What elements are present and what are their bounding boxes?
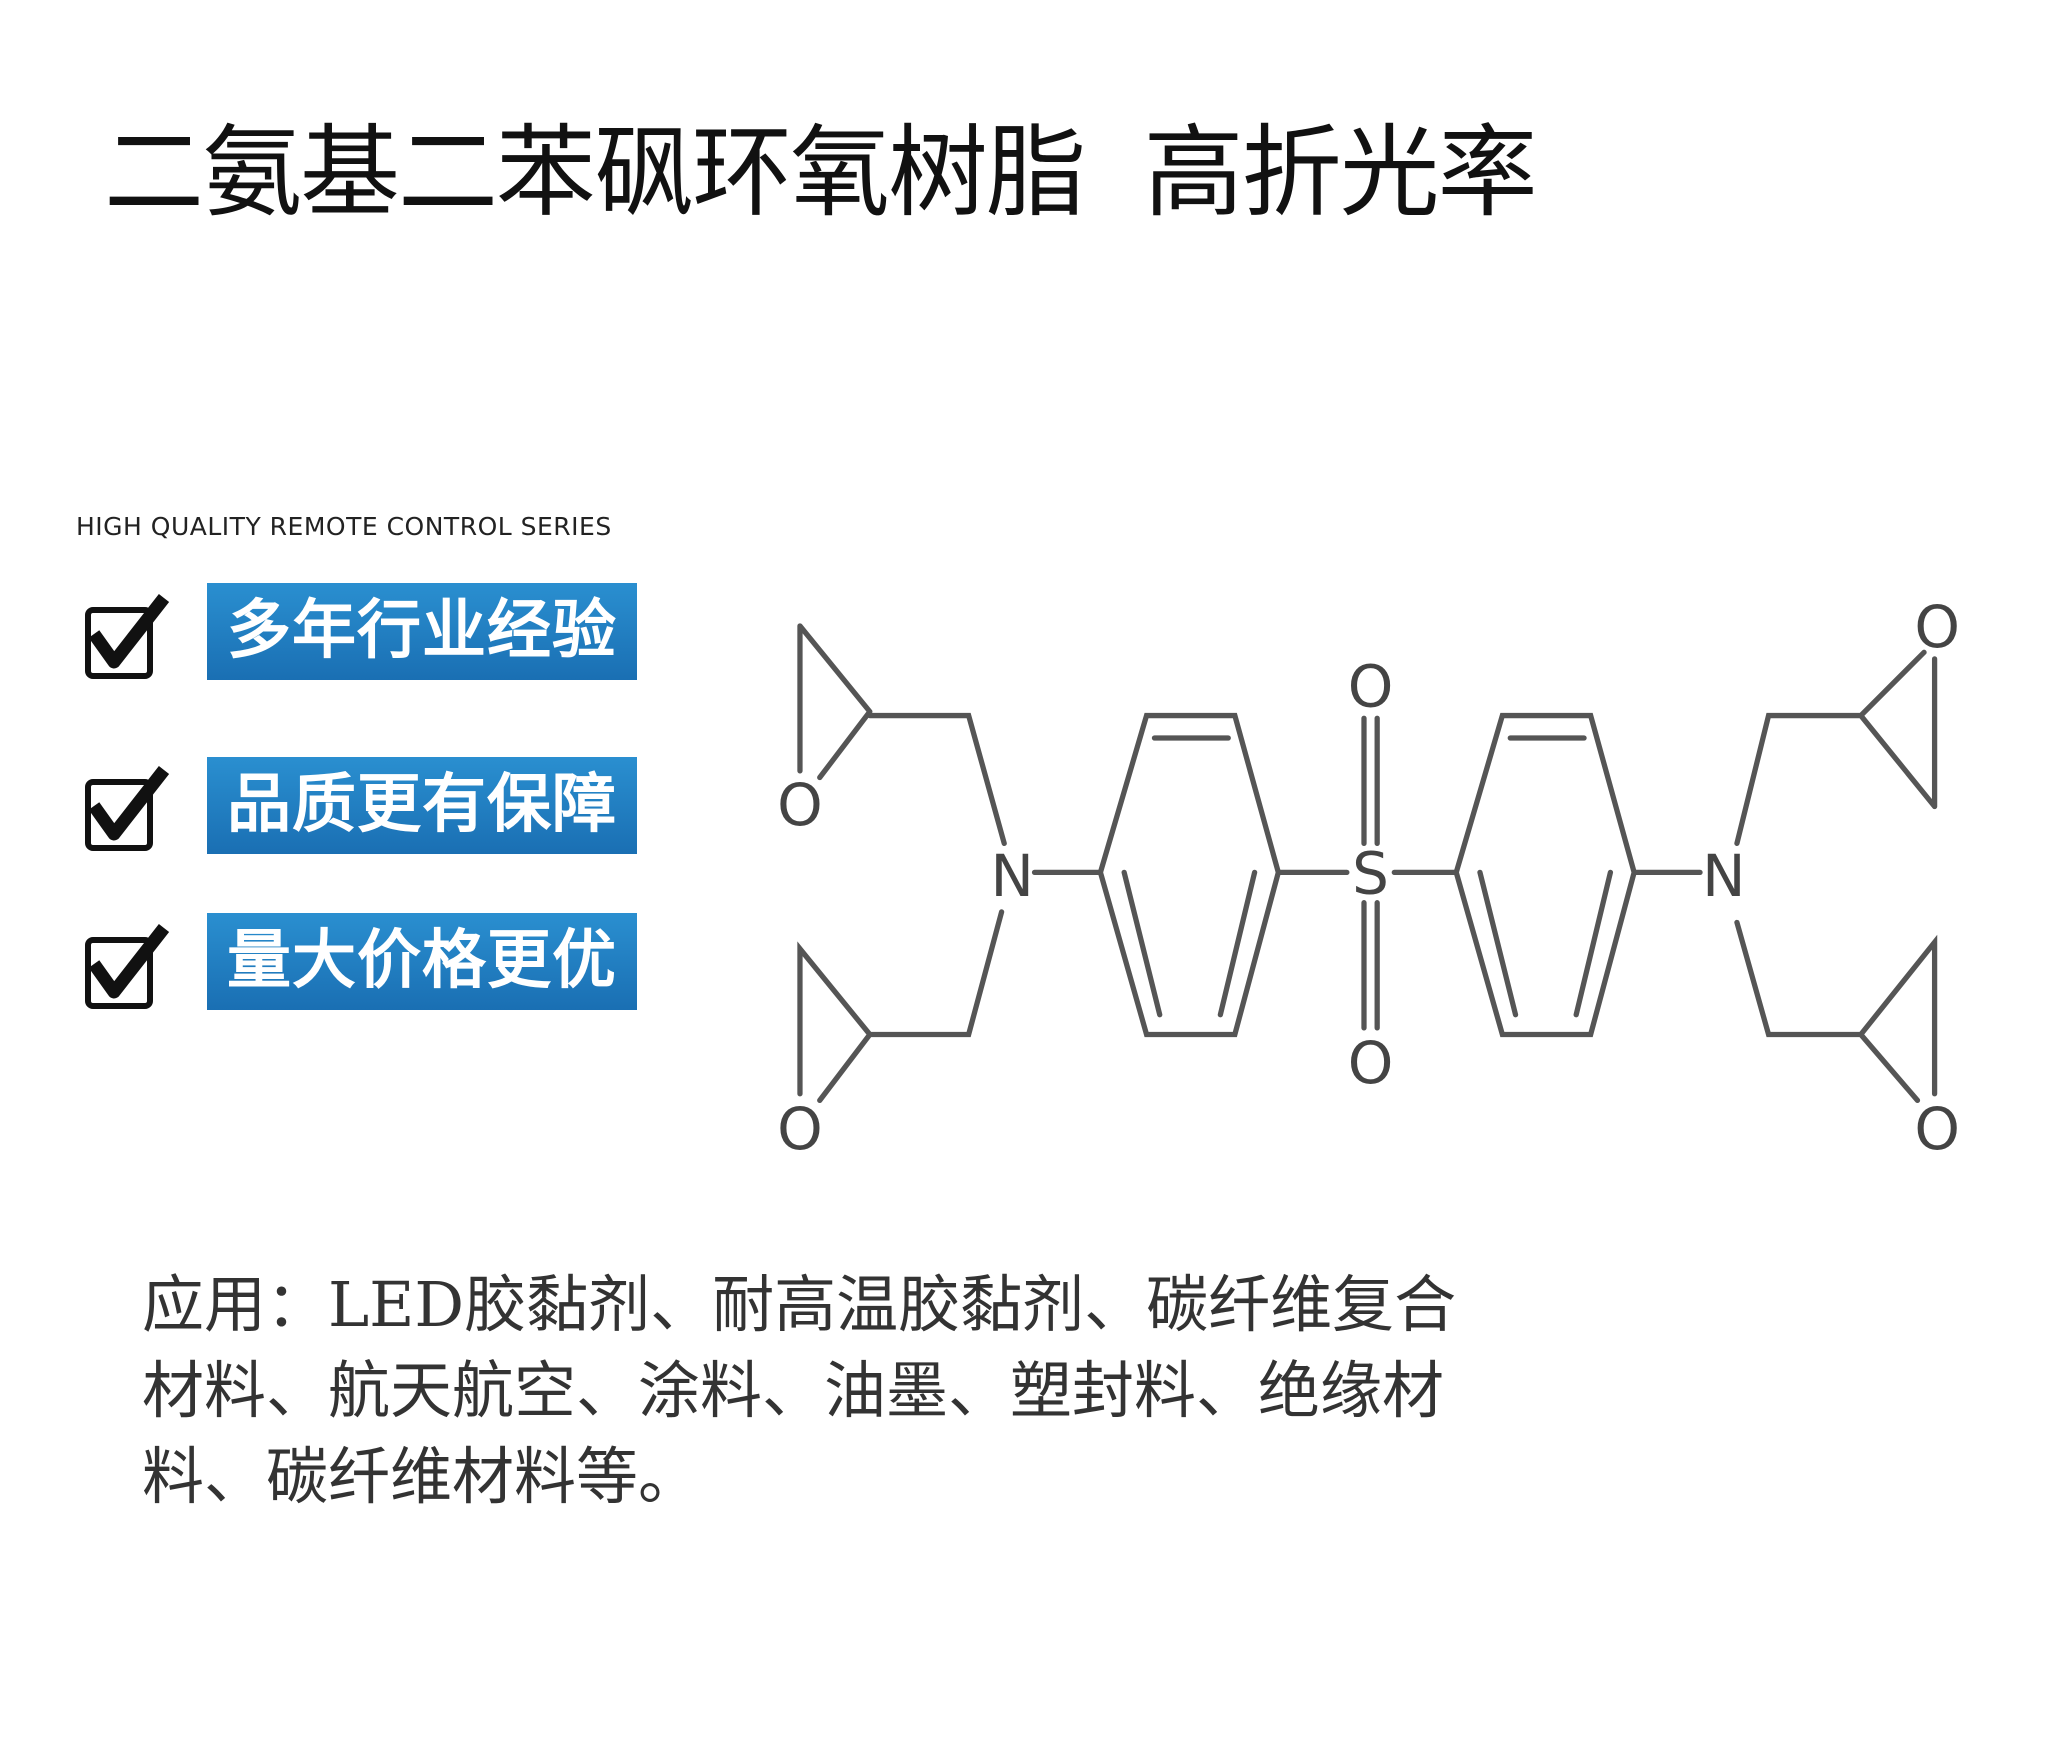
atom-oxygen: O [1914,593,1960,661]
application-line: 料、碳纤维材料等。 [142,1440,701,1513]
atom-sulfur: S [1352,839,1389,907]
atom-nitrogen-left: N [990,842,1033,910]
feature-badge-price: 量大价格更优 [207,913,637,1010]
checkbox-checked-icon [85,765,170,851]
page-title: 二氨基二苯砜环氧树脂 高折光率 [104,114,1538,231]
application-line: 应用：LED胶黏剂、耐高温胶黏剂、碳纤维复合 [142,1268,1457,1341]
atom-nitrogen-right: N [1702,842,1745,910]
atom-oxygen: O [1348,1029,1394,1097]
application-line: 材料、航天航空、涂料、油墨、塑封料、绝缘材 [142,1354,1445,1427]
feature-badge-quality: 品质更有保障 [207,757,637,854]
checkbox-checked-icon [85,593,170,679]
series-label: HIGH QUALITY REMOTE CONTROL SERIES [76,512,612,541]
atom-oxygen: O [777,1095,823,1163]
atom-oxygen: O [1348,652,1394,720]
feature-badge-experience: 多年行业经验 [207,583,637,680]
checkbox-checked-icon [85,923,170,1009]
atom-oxygen: O [777,771,823,839]
atom-oxygen: O [1914,1095,1960,1163]
application-description: 应用：LED胶黏剂、耐高温胶黏剂、碳纤维复合 材料、航天航空、涂料、油墨、塑封料… [142,1262,1456,1520]
